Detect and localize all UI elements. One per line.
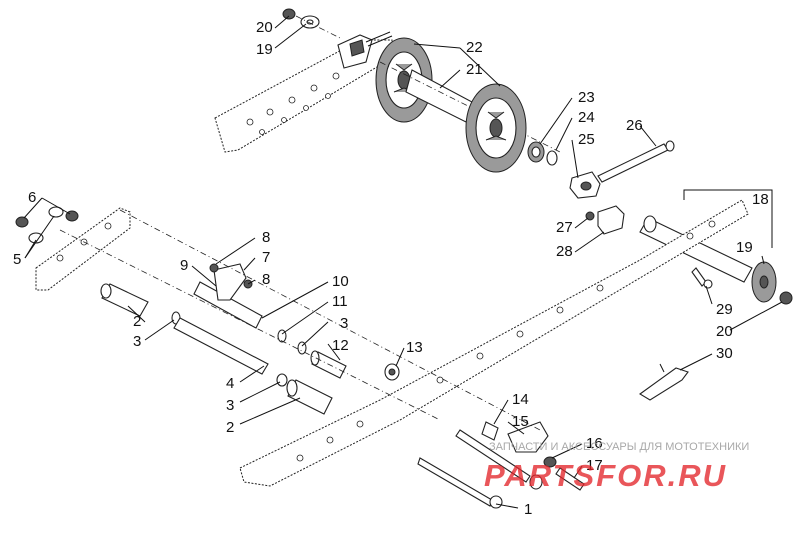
- callout-3-right: 3: [340, 315, 348, 332]
- callout-5: 5: [13, 251, 21, 268]
- lower-rail: [239, 199, 749, 487]
- bolt-26: [597, 140, 675, 183]
- long-bolt-1: [417, 429, 543, 509]
- callout-23: 23: [578, 89, 595, 106]
- callout-19-right: 19: [736, 239, 753, 256]
- shaft-10: [193, 281, 263, 329]
- callout-13: 13: [406, 339, 423, 356]
- callout-12: 12: [332, 337, 349, 354]
- callout-20-right: 20: [716, 323, 733, 340]
- callout-19-top: 19: [256, 41, 273, 58]
- callout-18: 18: [752, 191, 769, 208]
- spacer-2-left: [100, 283, 149, 317]
- shaft-4: [173, 317, 269, 375]
- bearing-23: [527, 141, 545, 163]
- snap-ring-24: [546, 150, 558, 166]
- callout-labels: 1 2 2 3 3 3 4 5 6 7 8 8 9 10 11 12 13 14…: [13, 19, 769, 518]
- callout-2-left: 2: [133, 313, 141, 330]
- callout-21: 21: [466, 61, 483, 78]
- callout-8-bottom: 8: [262, 271, 270, 288]
- axis-line: [59, 229, 441, 421]
- axis-line: [119, 209, 541, 431]
- callout-20-top: 20: [256, 19, 273, 36]
- callout-15: 15: [512, 413, 529, 430]
- callout-4: 4: [226, 375, 234, 392]
- callout-29: 29: [716, 301, 733, 318]
- idler-wheel-left: [375, 37, 433, 123]
- callout-25: 25: [578, 131, 595, 148]
- bolt-29: [691, 267, 713, 289]
- idler-bracket: [337, 31, 393, 69]
- rear-axle-assembly: [639, 189, 793, 305]
- idler-wheel-right: [465, 83, 527, 173]
- callout-16: 16: [586, 435, 603, 452]
- callout-7: 7: [262, 249, 270, 266]
- callout-24: 24: [578, 109, 595, 126]
- watermark-brand: PARTSFOR.RU: [484, 458, 727, 493]
- callout-26: 26: [626, 117, 643, 134]
- spacer-2-right: [286, 379, 333, 415]
- callout-2-right: 2: [226, 419, 234, 436]
- washer-3-c: [297, 341, 307, 355]
- bushing-13: [384, 363, 400, 381]
- bracket-30: [639, 363, 689, 401]
- washers-5-nuts-6: [15, 206, 79, 244]
- callout-27: 27: [556, 219, 573, 236]
- nut-20-top: [282, 8, 341, 39]
- callout-8-top: 8: [262, 229, 270, 246]
- sleeve-14: [481, 421, 499, 441]
- callout-1: 1: [524, 501, 532, 518]
- callout-22: 22: [466, 39, 483, 56]
- left-rail: [35, 207, 131, 291]
- callout-28: 28: [556, 243, 573, 260]
- callout-14: 14: [512, 391, 529, 408]
- callout-3-left: 3: [133, 333, 141, 350]
- spacer-12: [310, 350, 347, 379]
- watermark: ЗАПЧАСТИ И АКСЕССУАРЫ ДЛЯ МОТОТЕХНИКИ PA…: [484, 441, 749, 493]
- callout-17: 17: [586, 457, 603, 474]
- washer-3-b: [276, 373, 288, 387]
- adjuster-25: [569, 171, 601, 199]
- bolt-17: [555, 467, 585, 491]
- watermark-tagline: ЗАПЧАСТИ И АКСЕССУАРЫ ДЛЯ МОТОТЕХНИКИ: [489, 441, 749, 453]
- callout-9: 9: [180, 257, 188, 274]
- bracket-15: [507, 421, 549, 453]
- callout-10: 10: [332, 273, 349, 290]
- block-28: [597, 205, 625, 235]
- nut-16: [543, 456, 557, 468]
- leader-lines: [23, 15, 783, 509]
- callout-30: 30: [716, 345, 733, 362]
- callout-6: 6: [28, 189, 36, 206]
- callout-11: 11: [332, 293, 348, 310]
- callout-3-mid: 3: [226, 397, 234, 414]
